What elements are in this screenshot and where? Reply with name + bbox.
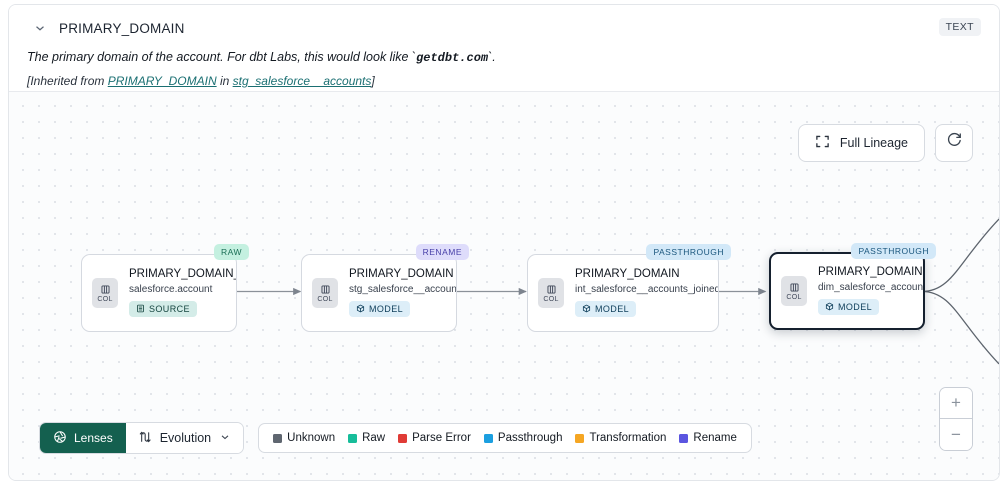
inherited-prefix: [Inherited from [27,74,108,88]
node-title: PRIMARY_DOMAIN [349,268,454,281]
lineage-node[interactable]: PASSTHROUGH COL PRIMARY_DOMAIN int_sales… [527,244,731,332]
node-type-badge: PASSTHROUGH [646,244,731,260]
node-kind-label: MODEL [595,304,630,315]
full-lineage-label: Full Lineage [839,136,908,150]
node-body: PRIMARY_DOMAIN dim_salesforce_accounts M… [807,266,923,316]
full-lineage-button[interactable]: Full Lineage [797,124,925,162]
legend-label: Rename [693,432,737,444]
inherited-model-link[interactable]: stg_salesforce__accounts [232,74,372,88]
expand-icon [815,134,830,152]
legend-item-transformation: Transformation [575,432,666,444]
zoom-in-button[interactable]: + [940,388,972,419]
node-title: PRIMARY_DOMAIN [575,268,680,281]
node-kind-badge: SOURCE [129,301,197,318]
legend-label: Parse Error [412,432,471,444]
header-title-row: PRIMARY_DOMAIN [27,17,981,39]
node-type-badge: PASSTHROUGH [851,243,936,259]
node-kind-badge: MODEL [818,299,880,316]
refresh-button[interactable] [935,124,973,162]
legend-item-passthrough: Passthrough [483,432,563,444]
description-suffix: `. [488,50,496,64]
lineage-toolbar: Lenses Evolution [39,422,752,454]
column-chip: COL [538,278,564,308]
column-lineage-panel: PRIMARY_DOMAIN TEXT The primary domain o… [8,4,1000,481]
column-chip-label: COL [317,295,333,303]
lineage-legend: Unknown Raw Parse Error Passthrough Tran… [258,423,752,453]
chevron-down-icon [219,431,231,446]
legend-item-rename: Rename [679,432,737,444]
column-chip-label: COL [786,293,802,301]
node-subtitle: stg_salesforce__accounts [349,284,456,296]
node-subtitle: dim_salesforce_accounts [818,282,923,294]
legend-swatch [575,433,585,443]
lenses-label: Lenses [74,431,113,445]
node-kind-badge: MODEL [575,301,637,318]
node-kind-label: MODEL [369,304,404,315]
inherited-suffix: ] [371,74,375,88]
legend-swatch [348,433,358,443]
node-title: PRIMARY_DOMAIN [818,266,923,279]
node-kind-label: MODEL [838,302,873,313]
aperture-icon [53,430,67,447]
legend-swatch [679,433,689,443]
node-body: PRIMARY_DOMAIN__C salesforce.account SOU… [118,268,236,318]
column-description: The primary domain of the account. For d… [27,50,981,65]
legend-label: Unknown [287,432,336,444]
legend-label: Transformation [589,432,667,444]
column-header: PRIMARY_DOMAIN TEXT The primary domain o… [9,5,999,91]
node-type-badge: RAW [213,244,249,260]
column-chip: COL [312,278,338,308]
legend-swatch [483,433,493,443]
node-kind-badge: MODEL [349,301,411,318]
description-code: getdbt.com [416,51,489,65]
chevron-down-icon[interactable] [27,21,47,35]
node-body: PRIMARY_DOMAIN int_salesforce__accounts_… [564,268,718,318]
database-icon [136,304,145,315]
node-kind-label: SOURCE [149,304,190,315]
canvas-controls: Full Lineage [797,124,973,162]
inherited-from-note: [Inherited from PRIMARY_DOMAIN in stg_sa… [27,74,981,88]
lineage-edges [236,218,999,365]
refresh-icon [946,132,963,154]
zoom-controls: + − [939,387,973,451]
evolution-dropdown[interactable]: Evolution [125,423,244,453]
legend-label: Raw [362,432,386,444]
lineage-node-selected[interactable]: PASSTHROUGH COL PRIMARY_DOMAIN dim_sales… [769,243,936,330]
legend-item-parse-error: Parse Error [398,432,471,444]
cube-icon [356,304,365,315]
legend-item-raw: Raw [348,432,385,444]
inherited-in-text: in [216,74,233,88]
zoom-out-button[interactable]: − [940,419,972,450]
cube-icon [825,302,834,313]
page-title: PRIMARY_DOMAIN [59,20,185,36]
lenses-button[interactable]: Lenses [40,423,126,453]
legend-swatch [273,433,283,443]
node-subtitle: salesforce.account [129,284,213,296]
node-subtitle: int_salesforce__accounts_joined [575,284,718,296]
column-chip: COL [781,276,807,306]
legend-label: Passthrough [497,432,563,444]
cube-icon [582,304,591,315]
lenses-group: Lenses Evolution [39,422,245,454]
lineage-canvas[interactable]: Full Lineage [9,91,999,480]
node-type-badge: RENAME [415,244,469,260]
evolution-label: Evolution [159,431,212,445]
column-type-badge: TEXT [938,18,981,36]
description-text: The primary domain of the account. For d… [27,50,417,64]
column-chip-label: COL [543,295,559,303]
column-chip: COL [92,278,118,308]
legend-swatch [398,433,408,443]
node-body: PRIMARY_DOMAIN stg_salesforce__accounts … [338,268,456,318]
evolution-icon [138,430,152,447]
node-title: PRIMARY_DOMAIN__C [129,268,236,281]
lineage-node[interactable]: RAW COL PRIMARY_DOMAIN__C salesforce.acc… [81,244,249,332]
legend-item-unknown: Unknown [273,432,335,444]
lineage-graph: RAW COL PRIMARY_DOMAIN__C salesforce.acc… [9,92,999,480]
inherited-column-link[interactable]: PRIMARY_DOMAIN [107,74,217,88]
column-chip-label: COL [97,295,113,303]
lineage-node[interactable]: RENAME COL PRIMARY_DOMAIN stg_salesforce… [301,244,469,332]
